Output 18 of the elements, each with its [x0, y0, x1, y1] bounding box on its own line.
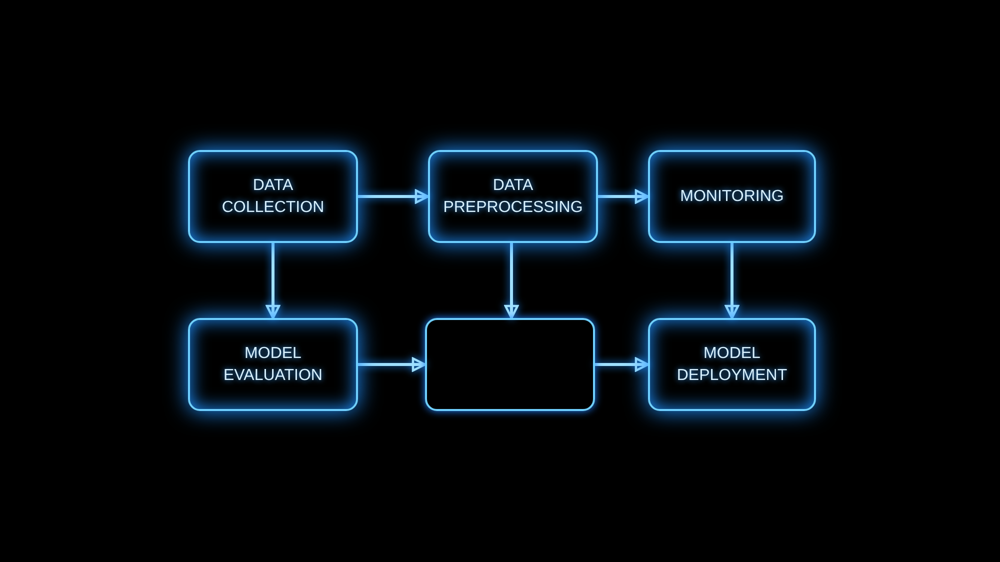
box-label: MONITORING	[679, 186, 785, 206]
box-label: DATA COLLECTION	[220, 176, 326, 218]
arrow	[724, 243, 740, 320]
arrow	[598, 189, 650, 204]
arrow	[358, 189, 430, 204]
process-box	[188, 150, 358, 243]
arrow	[358, 357, 426, 372]
box-label: DATA PREPROCESSING	[442, 176, 584, 218]
process-box	[188, 318, 358, 411]
process-box	[648, 150, 816, 243]
box-label: MODEL DEPLOYMENT	[676, 344, 788, 386]
arrow	[266, 243, 280, 320]
empty-box	[425, 318, 595, 411]
arrow	[504, 243, 519, 320]
arrow	[595, 357, 650, 372]
process-box	[648, 318, 816, 411]
box-label: MODEL EVALUATION	[222, 344, 324, 386]
process-box	[428, 150, 598, 243]
